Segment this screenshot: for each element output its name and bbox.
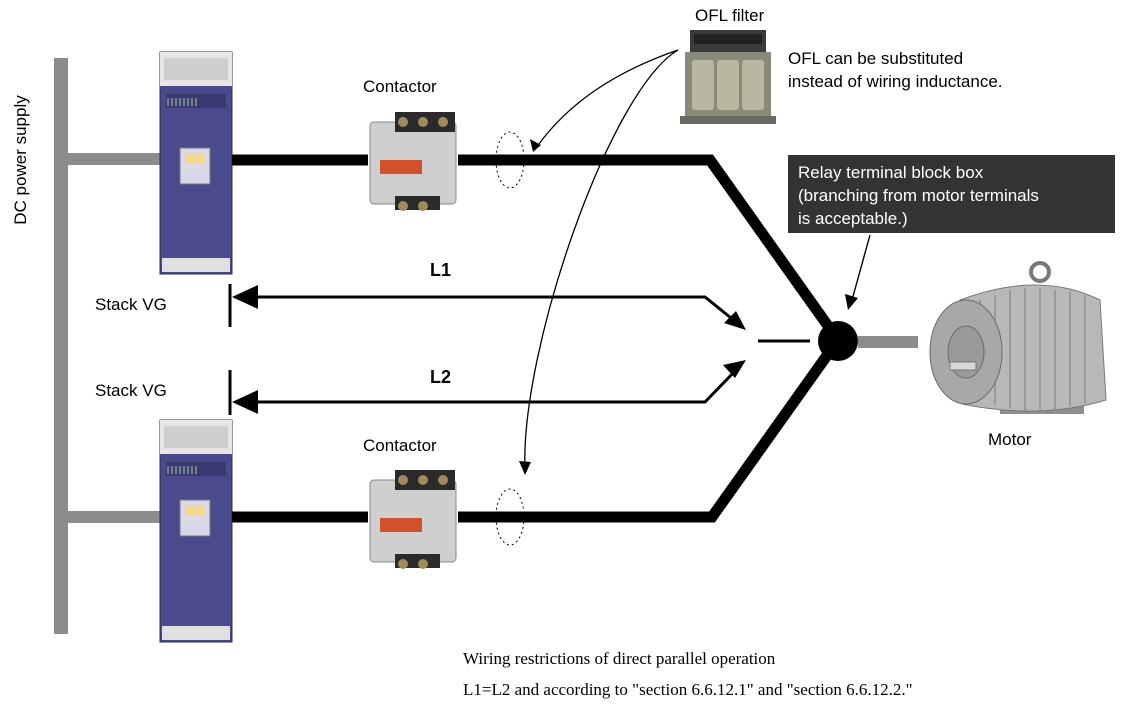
relay-callout-arrowhead <box>845 294 858 310</box>
main-wire-top <box>232 154 843 344</box>
inverter-icon <box>159 419 233 643</box>
relay-callout-arrow <box>851 234 871 301</box>
contactor-top-label: Contactor <box>363 77 437 96</box>
stack-bottom-label: Stack VG <box>95 381 167 400</box>
dc-bus-branch-bottom <box>68 511 160 523</box>
l1-arrowhead <box>232 285 258 309</box>
main-wire-bottom <box>232 336 843 523</box>
ofl-arrowhead <box>530 139 541 152</box>
ofl-arrowhead <box>519 461 531 475</box>
dc-power-supply-label: DC power supply <box>11 95 30 225</box>
l2-arrowhead <box>232 390 258 414</box>
inverter-icon <box>159 51 233 275</box>
l2-end-arrowhead <box>723 360 746 378</box>
relay-terminal-box-callout <box>788 155 1115 233</box>
ofl-position-marker <box>495 131 525 189</box>
l1-line <box>228 284 737 327</box>
l1-label: L1 <box>430 260 451 280</box>
motor-label: Motor <box>988 430 1032 449</box>
footer-line1: Wiring restrictions of direct parallel o… <box>463 649 776 668</box>
ofl-filter-label: OFL filter <box>695 6 765 25</box>
ofl-arrow <box>524 49 679 471</box>
relay-line3: is acceptable.) <box>798 209 908 228</box>
motor-icon <box>929 261 1107 414</box>
ofl-note-line1: OFL can be substituted <box>788 49 963 68</box>
contactor-icon <box>369 470 457 569</box>
relay-junction <box>818 321 858 361</box>
motor-shaft-connector <box>858 336 918 348</box>
contactor-icon <box>369 112 457 211</box>
l2-line <box>228 368 738 415</box>
dc-bus-vertical <box>54 58 68 634</box>
ofl-filter-icon <box>680 30 776 124</box>
ofl-position-marker <box>495 488 525 546</box>
l1-end-arrowhead <box>724 311 746 330</box>
l2-label: L2 <box>430 367 451 387</box>
relay-line2: (branching from motor terminals <box>798 186 1039 205</box>
contactor-bottom-label: Contactor <box>363 436 437 455</box>
ofl-note-line2: instead of wiring inductance. <box>788 72 1003 91</box>
dc-bus-branch-top <box>68 153 160 165</box>
footer-line2: L1=L2 and according to "section 6.6.12.1… <box>463 680 913 699</box>
relay-line1: Relay terminal block box <box>798 163 984 182</box>
stack-top-label: Stack VG <box>95 295 167 314</box>
